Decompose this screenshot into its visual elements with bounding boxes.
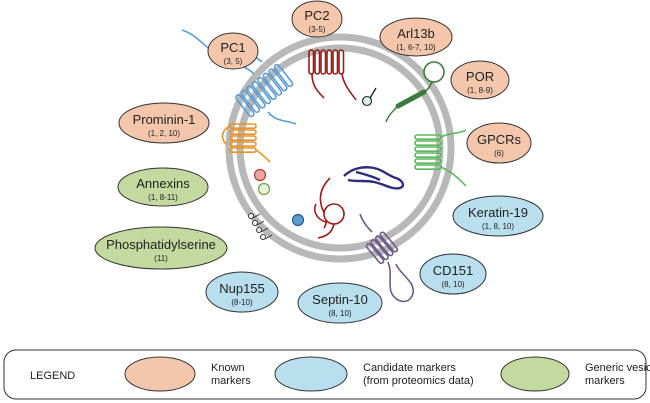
marker-pc1-name: PC1: [220, 40, 245, 55]
marker-phosphatidylserine: Phosphatidylserine (11): [94, 226, 228, 270]
marker-cd151-name: CD151: [433, 263, 473, 278]
marker-keratin19: Keratin-19 (1, 8, 10): [452, 195, 544, 237]
legend-box: LEGEND Known markers Candidate markers (…: [3, 349, 650, 400]
marker-cd151: CD151 (8, 10): [419, 253, 487, 295]
marker-septin10-name: Septin-10: [312, 292, 368, 307]
marker-nup155-name: Nup155: [219, 281, 265, 296]
marker-pc1-refs: (3, 5): [224, 57, 243, 66]
marker-por: POR (1, 8-9): [450, 60, 510, 100]
lipid-particles: [253, 168, 305, 227]
marker-por-refs: (1, 8-9): [467, 86, 493, 95]
legend-title: LEGEND: [30, 370, 75, 382]
marker-cd151-refs: (8, 10): [441, 280, 464, 289]
legend-known-line2: markers: [211, 375, 251, 387]
marker-prominin1-refs: (1, 2, 10): [148, 129, 180, 138]
marker-prominin1-name: Prominin-1: [133, 112, 196, 127]
legend-generic-swatch: [500, 356, 570, 392]
marker-arl13b-refs: (1, 6-7, 10): [396, 43, 435, 52]
marker-gpcrs-refs: (6): [494, 149, 504, 158]
marker-pc2-refs: (3-5): [309, 25, 326, 34]
legend-candidate-line1: Candidate markers: [363, 362, 456, 374]
marker-pc2: PC2 (3-5): [291, 0, 343, 38]
marker-keratin19-refs: (1, 8, 10): [482, 222, 514, 231]
pc2-protein: [308, 49, 357, 101]
marker-arl13b: Arl13b (1, 6-7, 10): [379, 17, 453, 57]
por-protein: [385, 61, 445, 123]
marker-nup155-refs: (8-10): [231, 298, 253, 307]
marker-annexins: Annexins (1, 8-11): [117, 167, 209, 207]
cd151-protein: [359, 213, 414, 303]
marker-pc2-name: PC2: [304, 8, 329, 23]
legend-candidate-line2: (from proteomics data): [363, 375, 474, 387]
marker-phosphatidylserine-refs: (11): [154, 254, 168, 263]
marker-por-name: POR: [466, 69, 494, 84]
marker-annexins-refs: (1, 8-11): [148, 193, 178, 202]
legend-generic-line2: markers: [585, 375, 625, 387]
pc1-protein: [181, 29, 297, 125]
vesicle-membrane: [225, 33, 455, 263]
marker-keratin19-name: Keratin-19: [468, 205, 528, 220]
phosphatidylserine-lipids: [248, 213, 273, 240]
marker-pc1: PC1 (3, 5): [207, 32, 259, 70]
legend-candidate-swatch: [274, 356, 348, 392]
marker-prominin1: Prominin-1 (1, 2, 10): [118, 102, 210, 144]
legend-known-swatch: [124, 356, 196, 392]
marker-gpcrs-name: GPCRs: [477, 132, 522, 147]
prominin1-protein: [221, 123, 271, 163]
marker-arl13b-name: Arl13b: [397, 26, 435, 41]
marker-phosphatidylserine-name: Phosphatidylserine: [106, 237, 216, 252]
marker-nup155: Nup155 (8-10): [205, 271, 279, 313]
arl13b-protein: [361, 87, 377, 107]
marker-annexins-name: Annexins: [136, 176, 190, 191]
legend-generic-line1: Generic vesicle: [585, 362, 650, 374]
marker-septin10: Septin-10 (8, 10): [297, 282, 383, 324]
keratin-filament: [343, 166, 405, 190]
marker-septin10-refs: (8, 10): [328, 309, 351, 318]
interior-red-protein: [313, 177, 345, 239]
legend-known-line1: Known: [211, 362, 245, 374]
marker-gpcrs: GPCRs (6): [466, 122, 532, 164]
gpcr-protein: [414, 129, 467, 187]
